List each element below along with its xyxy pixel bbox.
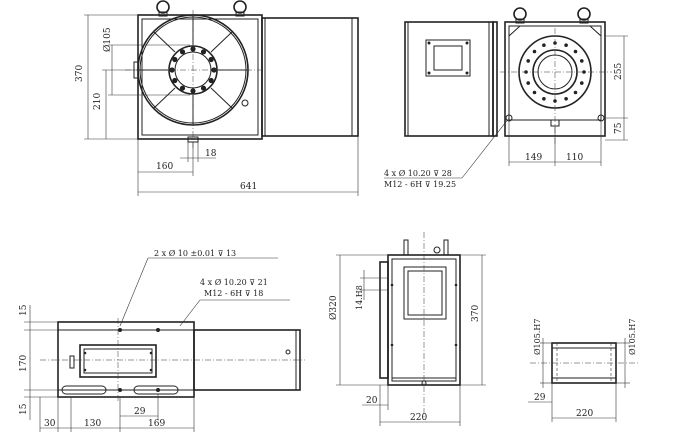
- side-hole-note-1: 4 x Ø 10.20 ⊽ 28: [384, 169, 452, 178]
- side-view: [404, 7, 612, 145]
- dim-29-top: 29: [134, 407, 146, 417]
- bolt-hole: [582, 70, 586, 74]
- dim-d105-front: Ø105: [102, 27, 113, 52]
- dim-170-top: 170: [19, 355, 29, 372]
- dim-220-rear: 220: [410, 413, 427, 423]
- dim-29-bore: 29: [534, 393, 546, 403]
- top-view: [40, 257, 305, 402]
- rear-view: [379, 232, 461, 420]
- bolt-hole: [208, 77, 214, 84]
- bolt-hole: [579, 59, 584, 63]
- bore-section: [551, 342, 617, 384]
- bolt-hole: [172, 77, 178, 84]
- bolt-hole: [526, 81, 531, 85]
- bolt-hole: [208, 56, 214, 63]
- front-motor-box: [261, 17, 359, 137]
- dim-15-top-b: 15: [19, 403, 29, 415]
- dim-20-rear: 20: [366, 396, 378, 406]
- dim-160-front: 160: [156, 162, 173, 172]
- lift-eye-icon: [156, 0, 170, 14]
- side-nameplate: [425, 39, 471, 77]
- bolt-hole: [579, 81, 584, 85]
- bolt-hole: [172, 56, 178, 63]
- dim-d320-rear: Ø320: [328, 295, 339, 320]
- dim-14h8-rear: 14.H8: [355, 285, 364, 310]
- dim-169-top: 169: [148, 419, 165, 429]
- dim-18-front: 18: [205, 149, 217, 159]
- dim-370-front: 370: [75, 65, 85, 82]
- bore-section-view: [530, 342, 640, 384]
- side-hole-note-2: M12 - 6H ⊽ 19.25: [384, 180, 456, 189]
- bolt-hole: [526, 59, 531, 63]
- bolt-hole: [564, 43, 568, 48]
- dim-210-front: 210: [93, 93, 103, 110]
- bolt-hole: [179, 49, 186, 55]
- bolt-hole: [573, 90, 578, 95]
- bolt-hole: [553, 99, 557, 103]
- dim-30-top: 30: [44, 419, 56, 429]
- lift-eye-icon: [513, 7, 527, 21]
- bolt-hole: [200, 49, 207, 55]
- bolt-hole: [532, 90, 537, 95]
- dim-110-side: 110: [566, 153, 583, 163]
- dim-15-top-a: 15: [19, 304, 29, 316]
- top-hole-note-1: 4 x Ø 10.20 ⊽ 21: [200, 278, 268, 287]
- dim-130-top: 130: [84, 419, 101, 429]
- dim-d105h7-bore-b: Ø105.H7: [628, 319, 637, 355]
- rear-nameplate: [403, 266, 447, 320]
- dim-370-rear: 370: [471, 305, 481, 322]
- rear-dimensions: Ø320 14.H8 370 20 220: [328, 254, 486, 426]
- bolt-hole: [179, 85, 186, 91]
- dim-149-side: 149: [525, 153, 542, 163]
- top-table-slot: [79, 344, 157, 378]
- top-hole-note-2: M12 - 6H ⊽ 18: [204, 289, 263, 298]
- dim-220-bore: 220: [576, 409, 593, 419]
- bolt-hole: [564, 96, 568, 101]
- top-dimensions: 2 x Ø 10 ±0.01 ⊽ 13 4 x Ø 10.20 ⊽ 21 M12…: [19, 249, 290, 432]
- lift-eye-icon: [577, 7, 591, 21]
- dim-641-front: 641: [240, 182, 257, 192]
- bore-dimensions: Ø105.H7 Ø105.H7 29 220: [528, 319, 637, 422]
- front-view: [125, 0, 359, 148]
- dim-75-side: 75: [614, 122, 624, 134]
- bolt-hole: [200, 85, 207, 91]
- front-housing: [137, 14, 263, 140]
- front-dimensions: 370 210 Ø105 160 18 641: [75, 14, 359, 196]
- lift-eye-icon: [233, 0, 247, 14]
- bolt-hole: [573, 49, 578, 54]
- bolt-hole: [542, 96, 546, 101]
- top-pin-note: 2 x Ø 10 ±0.01 ⊽ 13: [154, 249, 236, 258]
- side-motor-box: [404, 21, 494, 137]
- dim-255-side: 255: [614, 63, 624, 80]
- side-dimensions: 255 75 149 110 4 x Ø 10.20 ⊽ 28 M12 - 6H…: [384, 35, 628, 189]
- dim-d105h7-bore-a: Ø105.H7: [533, 319, 542, 355]
- bolt-hole: [542, 43, 546, 48]
- bolt-hole: [532, 49, 537, 54]
